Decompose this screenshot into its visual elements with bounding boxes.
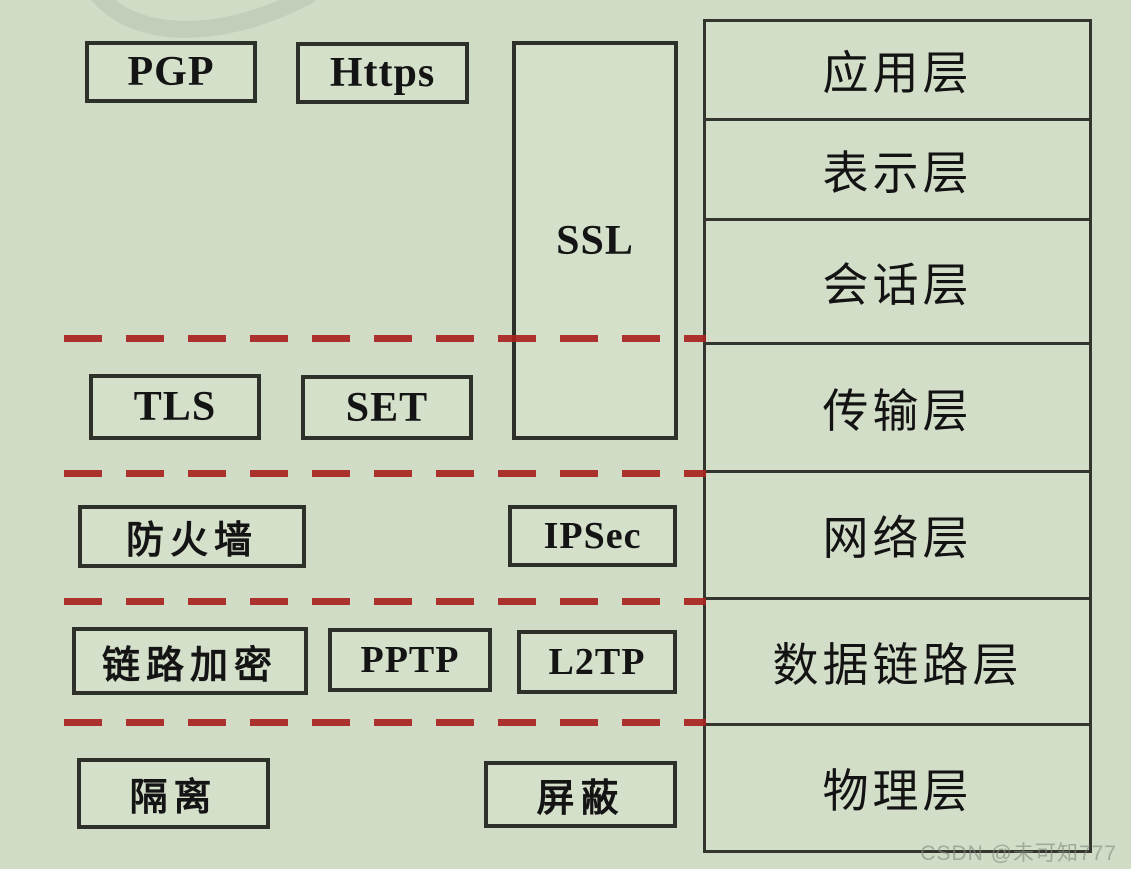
protocol-box-shielding-label: 屏蔽 [536, 778, 625, 820]
osi-layer-row-application: 应用层 [706, 22, 1089, 118]
protocol-box-ssl-label: SSL [556, 217, 634, 264]
protocol-box-l2tp: L2TP [517, 630, 677, 694]
protocol-box-set: SET [301, 375, 473, 440]
protocol-box-ipsec-label: IPSec [543, 515, 642, 557]
protocol-box-pgp: PGP [85, 41, 257, 103]
osi-layer-table: 应用层 表示层 会话层 传输层 网络层 数据链路层 物理层 [703, 19, 1092, 853]
layer-boundary-dash-network-datalink [64, 598, 706, 605]
osi-layer-label: 网络层 [822, 513, 973, 564]
osi-layer-label: 应用层 [822, 48, 973, 99]
layer-boundary-dash-transport-network [64, 470, 706, 477]
protocol-box-pptp-label: PPTP [360, 639, 460, 681]
osi-layer-label: 数据链路层 [772, 639, 1023, 691]
protocol-box-ipsec: IPSec [508, 505, 677, 567]
protocol-box-firewall-label: 防火墙 [125, 520, 258, 562]
protocol-box-tls: TLS [89, 374, 261, 440]
osi-layer-label: 物理层 [822, 766, 973, 817]
osi-layer-row-datalink: 数据链路层 [706, 597, 1089, 723]
protocol-box-pgp-label: PGP [127, 49, 215, 95]
protocol-box-set-label: SET [345, 384, 429, 431]
layer-boundary-dash-session-transport [64, 335, 706, 342]
protocol-box-link-encryption-label: 链路加密 [101, 644, 278, 687]
protocol-box-https: Https [296, 42, 469, 104]
osi-layer-row-session: 会话层 [706, 218, 1089, 342]
osi-layer-row-network: 网络层 [706, 470, 1089, 597]
protocol-box-firewall: 防火墙 [78, 505, 306, 568]
csdn-credit-watermark: CSDN @未可知777 [920, 842, 1117, 865]
osi-layer-row-physical: 物理层 [706, 723, 1089, 850]
protocol-box-shielding: 屏蔽 [484, 761, 677, 828]
protocol-box-https-label: Https [329, 50, 436, 96]
osi-layer-row-presentation: 表示层 [706, 118, 1089, 218]
protocol-box-pptp: PPTP [328, 628, 492, 692]
osi-layer-label: 会话层 [822, 259, 973, 311]
layer-boundary-dash-datalink-physical [64, 719, 706, 726]
osi-layer-label: 表示层 [822, 147, 973, 199]
protocol-box-isolation: 隔离 [77, 758, 270, 829]
protocol-box-link-encryption: 链路加密 [72, 627, 308, 695]
protocol-box-l2tp-label: L2TP [548, 641, 646, 683]
osi-layer-label: 传输层 [822, 385, 973, 437]
osi-layer-row-transport: 传输层 [706, 342, 1089, 470]
protocol-box-isolation-label: 隔离 [129, 777, 218, 819]
protocol-box-ssl: SSL [512, 41, 678, 440]
csdn-logo-watermark [92, 0, 316, 38]
protocol-box-tls-label: TLS [133, 384, 217, 430]
